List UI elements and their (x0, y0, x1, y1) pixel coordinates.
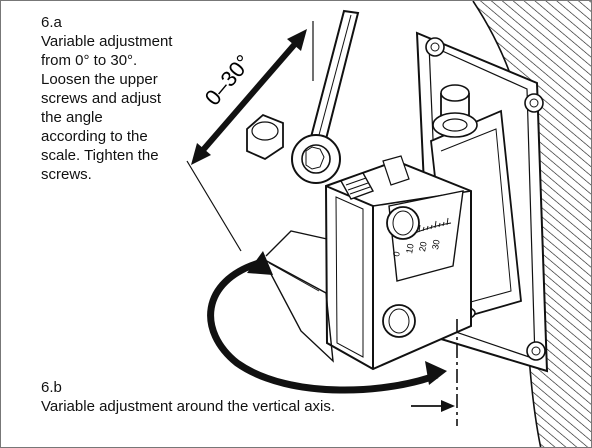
scale-label-10: 10 (404, 243, 416, 255)
lower-screw (382, 304, 416, 338)
axis-leader-arrow (411, 400, 455, 412)
mounting-frame (261, 230, 334, 363)
scale-label-20: 20 (417, 241, 429, 253)
scale-label-0: 0 (391, 251, 402, 258)
upper-screw (386, 206, 420, 240)
socket-nut (246, 113, 284, 161)
step-6a: 6.a Variable adjustment from 0° to 30°. … (41, 13, 191, 184)
step-6b: 6.b Variable adjustment around the verti… (41, 378, 335, 416)
step-6b-number: 6.b (41, 379, 62, 396)
step-6a-text: Variable adjustment from 0° to 30°. Loos… (41, 33, 173, 183)
scale-label-30: 30 (430, 239, 442, 251)
wrench (291, 9, 360, 184)
rotation-arrow (207, 251, 447, 394)
step-6a-number: 6.a (41, 14, 62, 31)
step-6b-text: Variable adjustment around the vertical … (41, 398, 336, 415)
